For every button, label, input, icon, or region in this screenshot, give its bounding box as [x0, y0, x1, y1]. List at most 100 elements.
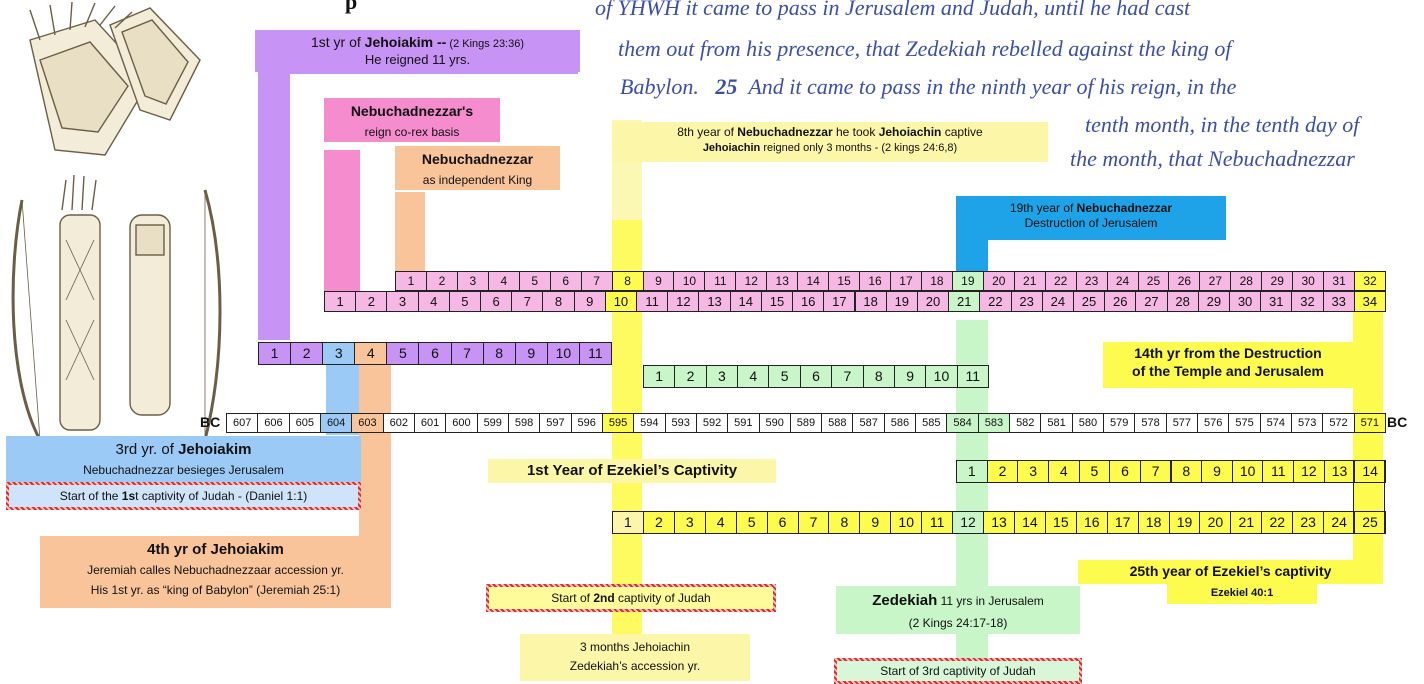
- neb-corex-year-cell: 25: [1072, 291, 1106, 312]
- first-captivity-post: t captivity of Judah - (Daniel 1:1): [135, 489, 308, 503]
- zedekiah-post: 11 yrs in Jerusalem: [937, 594, 1044, 608]
- jehoiachin-3mo-line1: 3 months Jehoiachin: [579, 640, 691, 654]
- bc-year-cell: 586: [883, 413, 917, 433]
- neb-independent-year-cell: 15: [828, 271, 861, 291]
- zedekiah-year-cell: 1: [643, 365, 676, 388]
- jehoiachin-3-months-label: 3 months Jehoiachin Zedekiah’s accession…: [520, 634, 750, 681]
- jehoiakim-year-cell: 8: [482, 342, 516, 365]
- second-captivity-inner: Start of 2nd captivity of Judah: [489, 587, 773, 609]
- neb-19th-year-label: 19th year of Nebuchadnezzar Destruction …: [956, 196, 1226, 240]
- neb-corex-year-cell: 2: [355, 291, 388, 312]
- zedekiah-ref: (2 Kings 24:17-18): [908, 616, 1008, 631]
- neb-independent-year-cell: 10: [673, 271, 706, 291]
- bc-left-label: BC: [200, 414, 221, 430]
- neb-independent-year-cell: 18: [920, 271, 953, 291]
- heading-fragment: p: [345, 0, 358, 14]
- neb-independent-year-cell: 25: [1137, 271, 1170, 291]
- scripture-line-3-pre: Babylon.: [620, 74, 699, 99]
- bc-year-cell: 602: [382, 413, 415, 433]
- neb-corex-year-cell: 19: [885, 291, 918, 312]
- jehoiakim-4th-name: 4th yr of Jehoiakim: [147, 541, 284, 558]
- bc-year-cell: 599: [476, 413, 509, 433]
- first-captivity-pre: Start of the: [59, 489, 122, 503]
- ezekiel-year-cell: 13: [983, 511, 1015, 534]
- neb-independent-year-cell: 8: [611, 271, 644, 291]
- neb-corex-year-cell: 3: [386, 291, 419, 312]
- destruction-year-cell: 12: [1293, 460, 1325, 483]
- bc-year-cell: 589: [789, 413, 823, 433]
- jehoiakim-3rd-pre: 3rd yr. of: [115, 441, 179, 458]
- neb-corex-year-cell: 7: [511, 291, 544, 312]
- fourteenth-year-label: 14th yr from the Destruction of the Temp…: [1103, 342, 1353, 388]
- jehoiakim-year-cell: 6: [418, 342, 452, 365]
- neb-corex-year-cell: 1: [324, 291, 357, 312]
- scripture-line-3-post: And it came to pass in the ninth year of…: [748, 74, 1237, 99]
- neb-corex-year-cell: 14: [729, 291, 762, 312]
- bc-year-cell: 587: [852, 413, 885, 433]
- jehoiakim-3rd-line2: Nebuchadnezzar besieges Jerusalem: [83, 463, 284, 477]
- corex-connector: [324, 150, 360, 310]
- bc-year-cell: 582: [1009, 413, 1042, 433]
- neb-corex-year-cell: 10: [604, 291, 638, 312]
- destruction-year-cell: 5: [1078, 460, 1111, 483]
- bc-year-cell: 603: [351, 413, 384, 433]
- scripture-line-5: the month, that Nebuchadnezzar: [1070, 146, 1355, 171]
- bc-year-cell: 575: [1228, 413, 1261, 433]
- neb-independent-year-cell: 5: [518, 271, 551, 291]
- ezekiel-year-cell: 1: [612, 511, 644, 534]
- first-captivity-bold: 1s: [121, 489, 136, 503]
- bc-year-cell: 597: [539, 413, 572, 433]
- neb-independent-year-cell: 21: [1013, 271, 1046, 291]
- destruction-year-cell: 2: [986, 460, 1019, 483]
- neb-corex-year-cell: 11: [636, 291, 669, 312]
- neb-independent-year-cell: 11: [704, 271, 737, 291]
- neb-independent-year-cell: 26: [1168, 271, 1201, 291]
- neb-independent-year-cell: 17: [890, 271, 922, 291]
- zedekiah-year-cell: 6: [799, 365, 833, 388]
- first-captivity-label: Start of the 1st captivity of Judah - (D…: [6, 482, 361, 510]
- neb-8th-line2-name: Jehoiachin: [702, 142, 761, 154]
- neb-corex-year-cell: 5: [448, 291, 482, 312]
- second-captivity-label: Start of 2nd captivity of Judah: [486, 584, 776, 612]
- jehoiakim-year-cell: 4: [354, 342, 388, 365]
- neb-corex-year-cell: 28: [1166, 291, 1199, 312]
- ezekiel-year-cell: 11: [921, 511, 954, 534]
- bc-year-cell: 600: [445, 413, 478, 433]
- jehoiakim-first-line2: He reigned 11 yrs.: [364, 51, 471, 67]
- scripture-verse-number: 25: [715, 74, 738, 99]
- zedekiah-year-cell: 11: [956, 365, 989, 388]
- jehoiakim-year-cell: 3: [322, 342, 356, 365]
- ancient-weapons-illustration: [11, 1, 222, 441]
- bc-year-cell: 590: [758, 413, 791, 433]
- neb-corex-name: Nebuchadnezzar's: [350, 103, 474, 119]
- neb-independent-year-cell: 24: [1106, 271, 1139, 291]
- neb-corex-year-cell: 13: [698, 291, 731, 312]
- bc-year-cell: 601: [413, 413, 447, 433]
- bc-year-cell: 592: [695, 413, 729, 433]
- bc-year-cell: 579: [1103, 413, 1136, 433]
- neb-corex-year-cell: 26: [1104, 291, 1137, 312]
- bc-year-cell: 580: [1071, 413, 1105, 433]
- neb-corex-year-cell: 31: [1260, 291, 1293, 312]
- neb-independent-year-cell: 22: [1044, 271, 1077, 291]
- destruction-year-cell: 11: [1262, 460, 1295, 483]
- neb-independent-year-cell: 16: [859, 271, 891, 291]
- neb-independent-year-cell: 29: [1261, 271, 1294, 291]
- ezekiel-year-cell: 23: [1292, 511, 1325, 534]
- neb-8th-name: Nebuchadnezzar: [737, 125, 833, 139]
- bc-year-cell: 571: [1353, 413, 1386, 433]
- jehoiakim-3rd-year-label: 3rd yr. of Jehoiakim Nebuchadnezzar besi…: [6, 436, 361, 482]
- neb-corex-year-cell: 22: [979, 291, 1012, 312]
- bc-year-cell: 595: [601, 413, 635, 433]
- jehoiakim-year-cell: 11: [578, 342, 612, 365]
- destruction-year-cell: 6: [1109, 460, 1141, 483]
- neb-independent-year-cell: 31: [1323, 271, 1356, 291]
- bc-year-cell: 606: [257, 413, 290, 433]
- third-captivity-label: Start of 3rd captivity of Judah: [834, 658, 1082, 684]
- neb-independent-year-cell: 13: [766, 271, 799, 291]
- neb-corex-year-cell: 16: [792, 291, 825, 312]
- bc-year-cell: 583: [977, 413, 1011, 433]
- neb-corex-label: Nebuchadnezzar's reign co-rex basis: [324, 98, 500, 142]
